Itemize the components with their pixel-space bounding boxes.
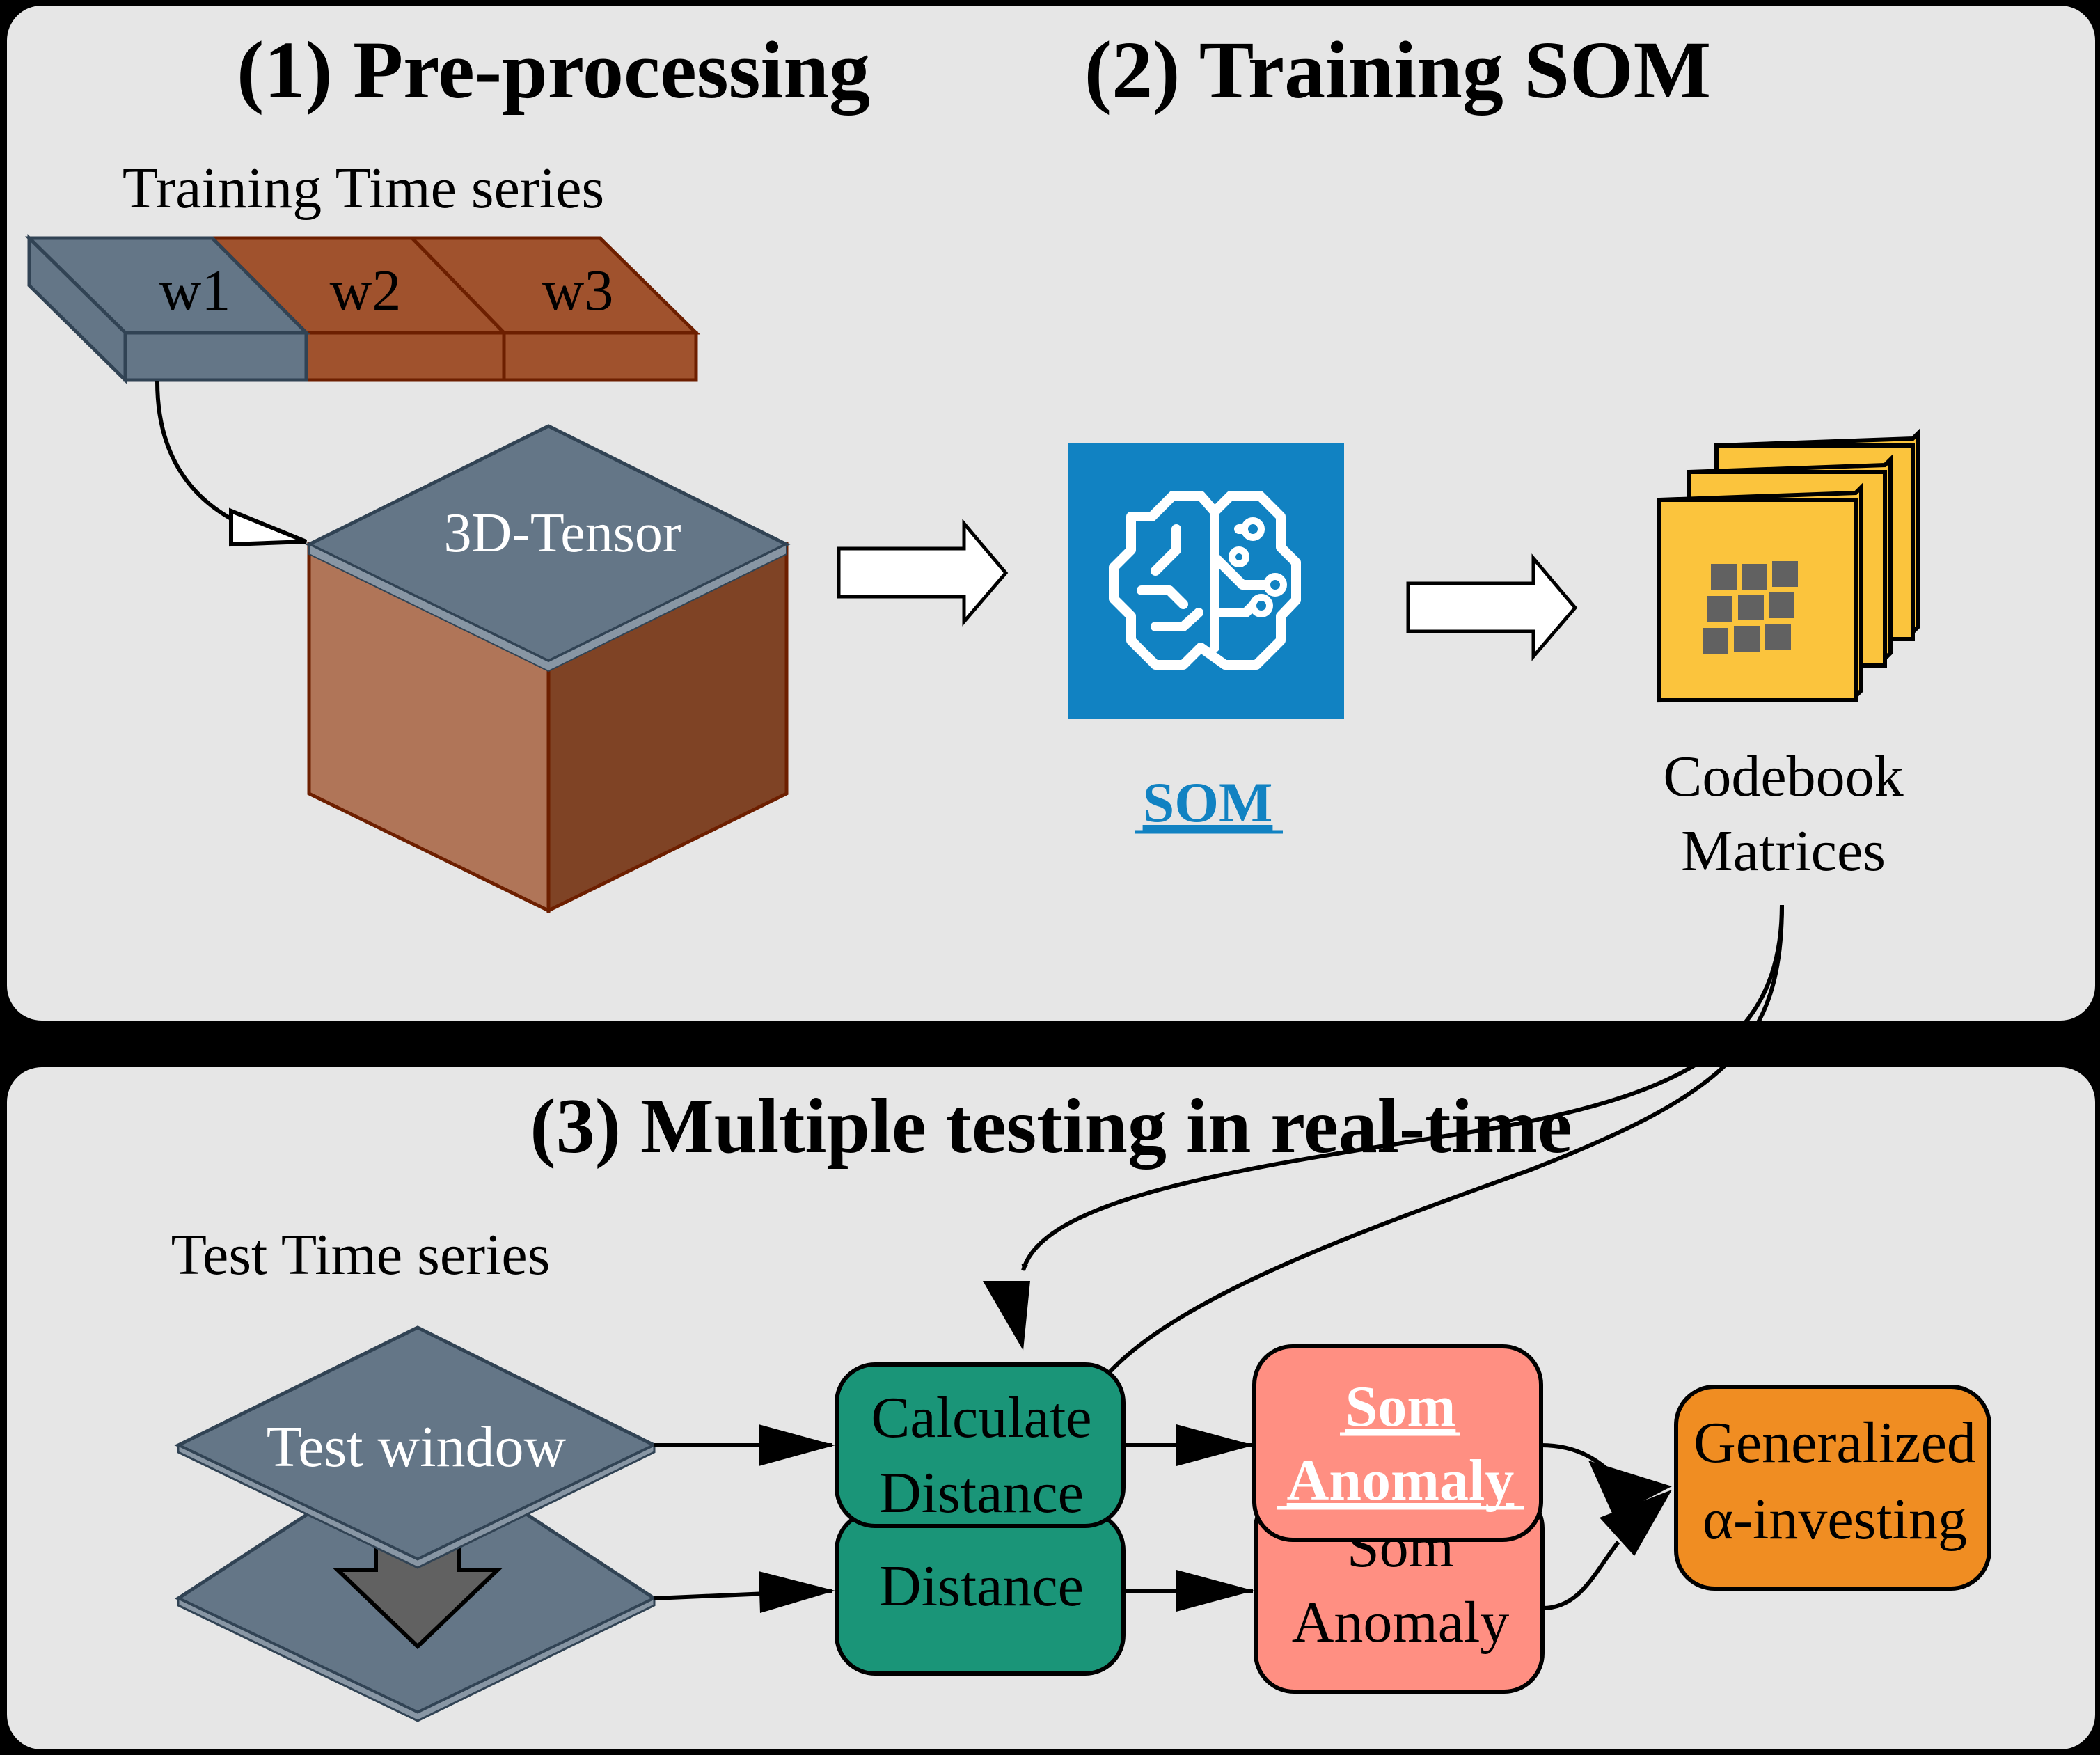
som-to-codebook-arrow xyxy=(1406,553,1578,661)
tensor-to-som-arrow xyxy=(837,519,1009,627)
window-w1-label: w1 xyxy=(159,258,231,323)
window-w1-side xyxy=(27,234,127,384)
alpha-label-line2: α-investing xyxy=(1703,1487,1967,1552)
heading-training-som: (2) Training SOM xyxy=(1084,24,1711,116)
anomaly-back-label-line2: Anomaly xyxy=(1292,1590,1510,1655)
window-w2-label: w2 xyxy=(330,258,402,323)
codebook-to-calc-front-connector xyxy=(1021,904,1784,1271)
calc-to-anomaly-back-arrowhead xyxy=(1176,1570,1254,1612)
calc-front-label-line2: Distance xyxy=(879,1461,1084,1525)
training-windows-strip: w1 w2 w3 xyxy=(24,234,701,384)
calc-to-anomaly-front-arrowhead xyxy=(1176,1424,1254,1466)
test-to-calc-front-arrowhead xyxy=(759,1424,835,1466)
circuit-nodes xyxy=(1229,517,1287,617)
test-window-front: Test window xyxy=(174,1325,658,1569)
test-to-calc-back-arrowhead xyxy=(759,1571,835,1613)
alpha-investing-box xyxy=(1674,1385,1991,1591)
anomaly-front-to-alpha-arrowhead xyxy=(1588,1461,1672,1516)
window-w2-front xyxy=(304,331,506,382)
anomaly-front-label-line2[interactable]: Anomaly xyxy=(1287,1448,1515,1513)
calc-back-label: Distance xyxy=(879,1554,1084,1619)
w1-to-tensor-arrowhead xyxy=(229,507,308,547)
tensor-top-edge xyxy=(308,543,787,672)
tensor-cube: 3D-Tensor xyxy=(305,424,791,914)
test-window-label: Test window xyxy=(267,1415,567,1479)
som-label[interactable]: SOM xyxy=(1143,771,1273,834)
codebook-stack: Codebook Matrices xyxy=(1657,427,1920,883)
anomaly-front-label-line1[interactable]: Som xyxy=(1345,1374,1456,1439)
codebook-to-calc-arrowhead xyxy=(983,1281,1030,1351)
codebook-label-line2: Matrices xyxy=(1681,819,1886,883)
test-series-label: Test Time series xyxy=(171,1222,551,1287)
anomaly-back-to-alpha-arrowhead xyxy=(1600,1490,1672,1556)
alpha-label-line1: Generalized xyxy=(1694,1410,1976,1475)
heading-multiple-testing: (3) Multiple testing in real-time xyxy=(530,1083,1572,1170)
window-w3-front xyxy=(502,331,698,382)
grid-icon xyxy=(1703,561,1798,654)
heading-preprocessing: (1) Pre-processing xyxy=(237,24,870,116)
training-series-label: Training Time series xyxy=(123,156,604,221)
anomaly-back-to-alpha-connector xyxy=(1542,1541,1620,1610)
window-w3-label: w3 xyxy=(542,258,614,323)
som-block: SOM xyxy=(1068,443,1344,834)
codebook-to-calc-back-connector xyxy=(1108,904,1784,1374)
codebook-label-line1: Codebook xyxy=(1663,744,1903,809)
tensor-label: 3D-Tensor xyxy=(444,503,681,564)
window-w1-front xyxy=(123,331,308,382)
calc-front-label-line1: Calculate xyxy=(871,1385,1091,1450)
